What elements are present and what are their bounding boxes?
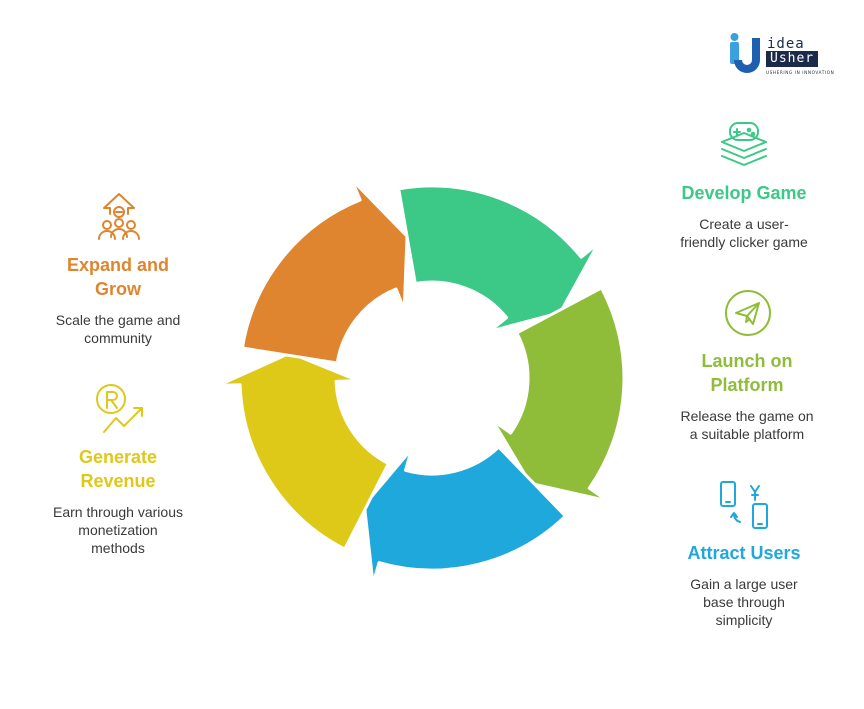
stage-launch-desc-line-2: a suitable platform xyxy=(689,426,805,442)
logo-text-usher: Usher xyxy=(766,51,819,67)
stage-launch-title: Launch on Platform xyxy=(664,349,830,397)
gamepad-stack-icon xyxy=(718,120,770,175)
stage-develop-description: Create a user- friendly clicker game xyxy=(664,215,824,251)
stage-attract-desc-line-2: base through xyxy=(703,594,785,610)
brand-logo: idea Usher USHERING IN INNOVATION xyxy=(728,32,840,80)
stage-expand-desc-line-1: Scale the game and xyxy=(55,312,181,328)
stage-expand-title: Expand and Grow xyxy=(38,253,198,301)
stage-attract-desc-line-1: Gain a large user xyxy=(690,576,798,592)
phones-exchange-icon xyxy=(718,480,770,535)
stage-revenue-description: Earn through various monetization method… xyxy=(38,503,198,557)
stage-attract-desc-line-3: simplicity xyxy=(715,612,773,628)
stage-revenue-title-line-2: Revenue xyxy=(80,471,156,491)
stage-revenue-desc-line-1: Earn through various xyxy=(53,504,183,520)
cycle-arrow-revenue xyxy=(216,351,390,551)
cycle-arrow-expand xyxy=(240,178,409,365)
paper-plane-icon xyxy=(724,289,772,342)
stage-revenue-desc-line-2: monetization xyxy=(78,522,158,538)
stage-revenue-desc-line-3: methods xyxy=(91,540,145,556)
stage-generate-revenue: Generate Revenue Earn through various mo… xyxy=(38,445,198,557)
logo-tagline: USHERING IN INNOVATION xyxy=(766,70,835,75)
cycle-arrow-develop xyxy=(397,184,600,333)
logo-text-idea: idea xyxy=(767,36,805,52)
stage-attract-users: Attract Users Gain a large user base thr… xyxy=(664,541,824,629)
stage-revenue-title-line-1: Generate xyxy=(78,447,158,467)
stage-develop-desc-line-1: Create a user- xyxy=(699,216,789,232)
community-growth-icon xyxy=(94,192,144,247)
stage-launch-description: Release the game on a suitable platform xyxy=(664,407,830,443)
stage-launch-title-line-2: Platform xyxy=(710,375,784,395)
stage-develop-game: Develop Game Create a user- friendly cli… xyxy=(664,181,824,251)
stage-attract-title: Attract Users xyxy=(687,543,801,563)
stage-expand-desc-line-2: community xyxy=(84,330,152,346)
stage-revenue-title: Generate Revenue xyxy=(38,445,198,493)
stage-expand-title-line-2: Grow xyxy=(94,279,141,299)
stage-expand-grow: Expand and Grow Scale the game and commu… xyxy=(38,253,198,347)
stage-launch-platform: Launch on Platform Release the game on a… xyxy=(664,349,830,443)
cycle-arrow-attract xyxy=(362,445,567,586)
stage-expand-title-line-1: Expand and xyxy=(66,255,169,275)
stage-expand-description: Scale the game and community xyxy=(38,311,198,347)
stage-attract-description: Gain a large user base through simplicit… xyxy=(664,575,824,629)
cycle-arrow-launch xyxy=(491,286,626,503)
rupee-growth-icon xyxy=(94,382,148,441)
stage-launch-desc-line-1: Release the game on xyxy=(680,408,814,424)
logo-u-mark-icon xyxy=(730,33,760,73)
stage-develop-title: Develop Game xyxy=(681,183,807,203)
stage-launch-title-line-1: Launch on xyxy=(701,351,793,371)
stage-develop-desc-line-2: friendly clicker game xyxy=(680,234,808,250)
